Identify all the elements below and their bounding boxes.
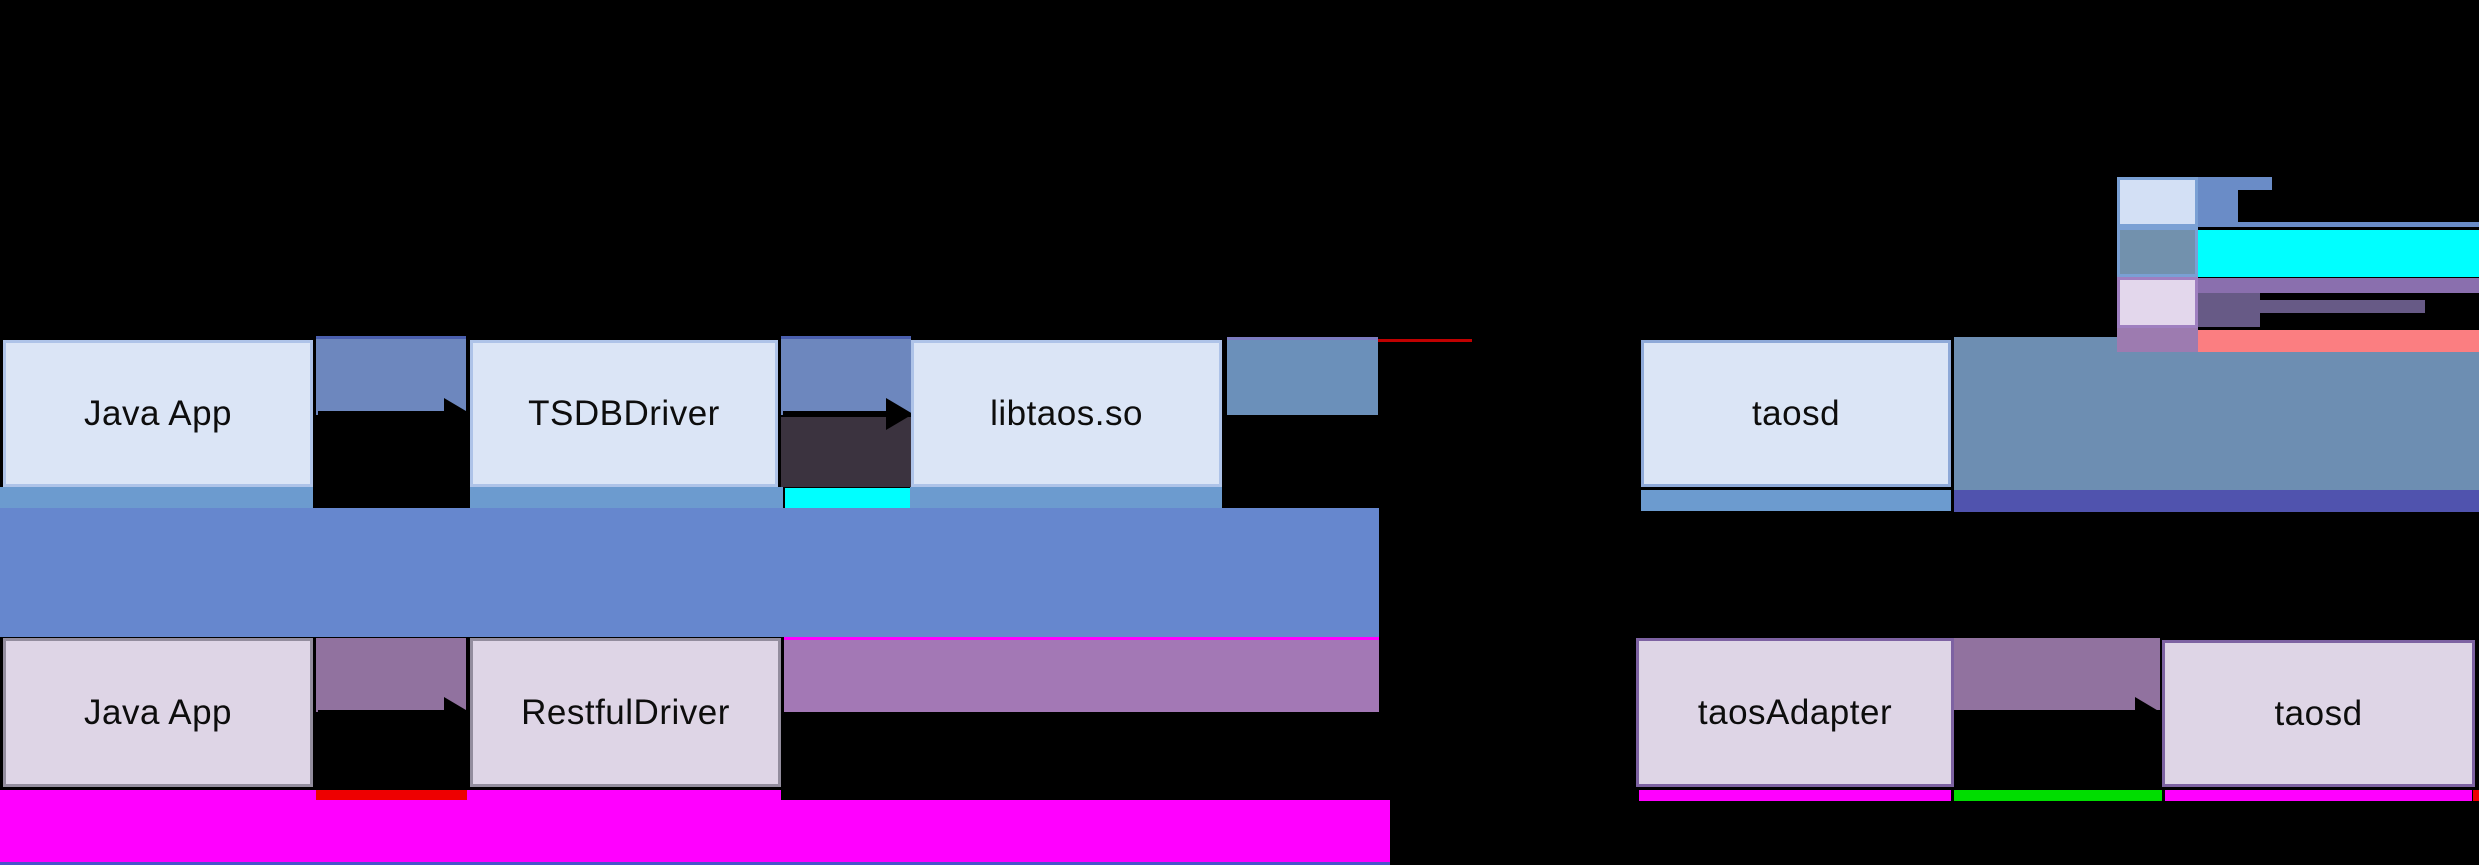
jni-steel-block <box>1227 337 1378 415</box>
rest-arrow-1-shaft <box>318 710 444 716</box>
jni-tsdbdriver-box: TSDBDriver <box>470 340 778 487</box>
taosd-right-band <box>1954 337 2479 490</box>
jni-tsdbdriver-label: TSDBDriver <box>528 393 720 433</box>
legend-bar-2 <box>2198 230 2479 277</box>
jni-taosd-box: taosd <box>1641 340 1951 487</box>
rest-taosadapter-label: taosAdapter <box>1697 692 1893 732</box>
rest-taosd-label: taosd <box>2274 693 2363 733</box>
rest-arrow-2-head <box>2135 697 2162 729</box>
rest-restfuldriver-label: RestfulDriver <box>521 692 730 732</box>
bottom-blue-line <box>0 862 1390 865</box>
rest-taosadapter-box: taosAdapter <box>1636 638 1954 787</box>
red-strip <box>316 790 467 800</box>
legend-bar-3-dark-blob <box>2198 293 2260 327</box>
jni-arrow-2-shaft <box>783 411 886 417</box>
legend-bar-1-text-cutout <box>2238 190 2272 223</box>
jni-arrow-2-head <box>886 398 913 430</box>
rest-purple-band <box>784 637 1379 712</box>
magenta-under-taosd <box>2165 790 2472 801</box>
rest-gap1-highlight <box>316 638 466 712</box>
legend-bar-1-underline <box>2198 222 2479 227</box>
legend-bar-3 <box>2198 278 2479 293</box>
under-strip-libtaos <box>910 487 1222 508</box>
under-strip-java-app <box>0 487 313 508</box>
indigo-strip <box>1954 490 2479 512</box>
middle-blue-band <box>0 508 1379 637</box>
rest-arrow-1-head <box>444 697 471 729</box>
red-corner-bit <box>2473 790 2479 801</box>
magenta-band-right <box>781 800 1390 862</box>
jni-libtaos-box: libtaos.so <box>911 340 1222 487</box>
under-strip-tsdbdriver <box>470 487 783 508</box>
jni-java-app-box: Java App <box>3 340 313 487</box>
rest-arrow-2-shaft <box>1957 710 2135 716</box>
legend-swatch-4 <box>2117 328 2198 352</box>
rest-gap2-highlight <box>1954 638 2160 710</box>
cyan-strip <box>785 488 910 508</box>
magenta-band-left <box>0 790 781 862</box>
rest-java-app-box: Java App <box>3 638 313 787</box>
magenta-under-taosadapter <box>1639 790 1951 801</box>
jni-java-app-label: Java App <box>84 393 232 433</box>
jni-arrow-1-shaft <box>318 411 444 417</box>
legend-swatch-3 <box>2117 277 2198 328</box>
green-strip <box>1954 790 2162 801</box>
jni-libtaos-label: libtaos.so <box>990 393 1143 433</box>
jni-taosd-label: taosd <box>1751 393 1841 433</box>
legend-bar-4 <box>2198 330 2479 352</box>
legend-swatch-1 <box>2117 177 2198 227</box>
legend <box>2114 174 2479 354</box>
jni-arrow-1-head <box>444 398 471 430</box>
rest-restfuldriver-box: RestfulDriver <box>470 638 781 787</box>
jni-gap1-highlight <box>316 336 466 415</box>
jni-red-line <box>1378 339 1472 342</box>
legend-swatch-2 <box>2117 227 2198 277</box>
legend-bar-3-dark-tail <box>2260 300 2425 313</box>
rest-taosd-box: taosd <box>2162 640 2475 787</box>
rest-java-app-label: Java App <box>84 692 232 732</box>
under-strip-taosd <box>1641 490 1951 511</box>
